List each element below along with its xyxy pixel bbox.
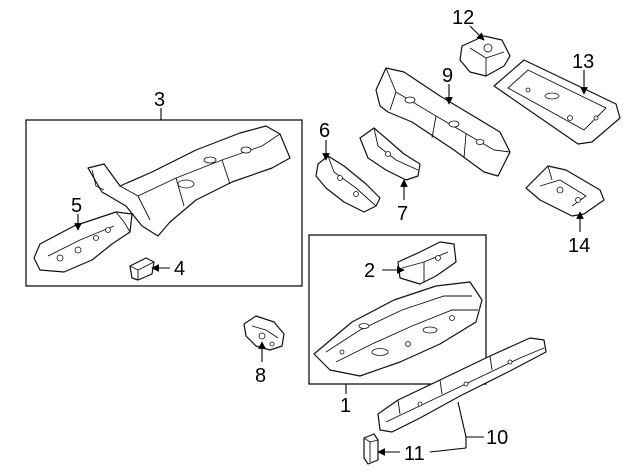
- part-2-bracket[interactable]: [397, 241, 457, 285]
- callout-9: 9: [442, 65, 453, 87]
- part-8-bracket[interactable]: [243, 315, 285, 351]
- callout-11: 11: [404, 443, 425, 465]
- leader-10: [457, 401, 484, 438]
- callout-1: 1: [340, 395, 351, 417]
- part-9-crossmember[interactable]: [375, 67, 511, 177]
- callout-5: 5: [71, 195, 82, 217]
- callout-6: 6: [319, 120, 330, 142]
- callout-3: 3: [154, 89, 165, 111]
- callout-10: 10: [486, 427, 508, 449]
- group-box-1: [308, 234, 487, 385]
- part-10-rocker[interactable]: [377, 337, 547, 433]
- callout-8: 8: [255, 365, 266, 387]
- part-5-bracket[interactable]: [33, 211, 133, 273]
- group-box-3: [25, 119, 303, 287]
- part-12-bracket[interactable]: [459, 35, 511, 77]
- leader-11b: [429, 447, 467, 453]
- part-11-cap[interactable]: [363, 433, 379, 465]
- callout-13: 13: [572, 51, 594, 73]
- callout-14: 14: [568, 235, 590, 257]
- callout-2: 2: [364, 260, 375, 282]
- part-7-reinforcement[interactable]: [359, 127, 421, 181]
- part-1-floor-pan[interactable]: [313, 281, 483, 377]
- part-13-rear-floor-pan[interactable]: [493, 59, 621, 145]
- part-3-tunnel[interactable]: [87, 125, 291, 237]
- part-4-plug[interactable]: [129, 257, 155, 281]
- part-6-reinforcement[interactable]: [315, 155, 381, 213]
- part-14-bracket[interactable]: [525, 165, 605, 217]
- callout-7: 7: [397, 203, 408, 225]
- callout-12: 12: [452, 7, 474, 29]
- leader-12: [469, 25, 485, 41]
- callout-4: 4: [174, 258, 185, 280]
